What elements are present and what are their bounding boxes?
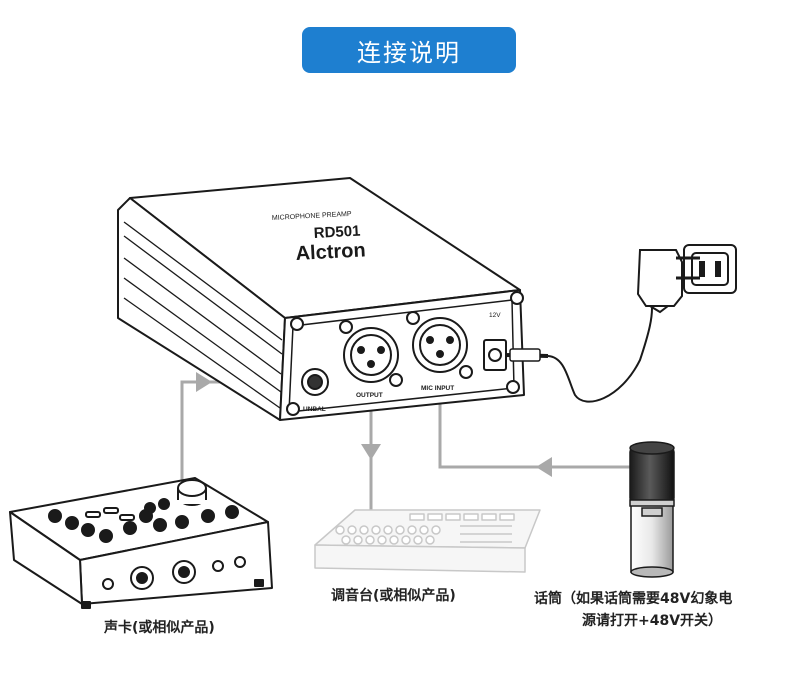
port-unbal-label: UNBAL [303, 406, 326, 413]
power-adapter [636, 249, 683, 314]
preamp-labels: Alctron RD501 MICROPHONE PREAMP UNBAL OU… [272, 211, 501, 413]
mixer-label: 调音台(或相似产品) [331, 588, 456, 604]
model-label: RD501 [313, 223, 361, 242]
xlr-mic-input-screws [406, 311, 473, 379]
port-output-label: OUTPUT [356, 392, 383, 399]
arrow-from-mic [536, 457, 552, 477]
power-label: 12V [489, 312, 501, 319]
xlr-output-screws [339, 320, 403, 387]
microphone-label-line1: 话筒（如果话筒需要48V幻象电 [534, 591, 733, 607]
arrow-to-mixer [361, 444, 381, 460]
brand-label: Alctron [295, 239, 366, 265]
port-mic-input-label: MIC INPUT [421, 385, 454, 392]
arrow-heads [196, 372, 552, 477]
microphone-label-line2: 源请打开+48V开关） [582, 613, 723, 629]
mixer [314, 509, 541, 573]
line-from-mic [438, 380, 630, 469]
sound-card [9, 477, 273, 609]
subtitle-label: MICROPHONE PREAMP [272, 211, 352, 222]
page-title: 连接说明 [302, 27, 516, 73]
microphone [629, 441, 675, 578]
wall-socket [676, 244, 737, 294]
preamp-unit [117, 177, 525, 421]
dc-plug [509, 348, 541, 362]
sound-card-label: 声卡(或相似产品) [104, 620, 215, 636]
arrow-to-preamp-unbal [196, 372, 212, 392]
